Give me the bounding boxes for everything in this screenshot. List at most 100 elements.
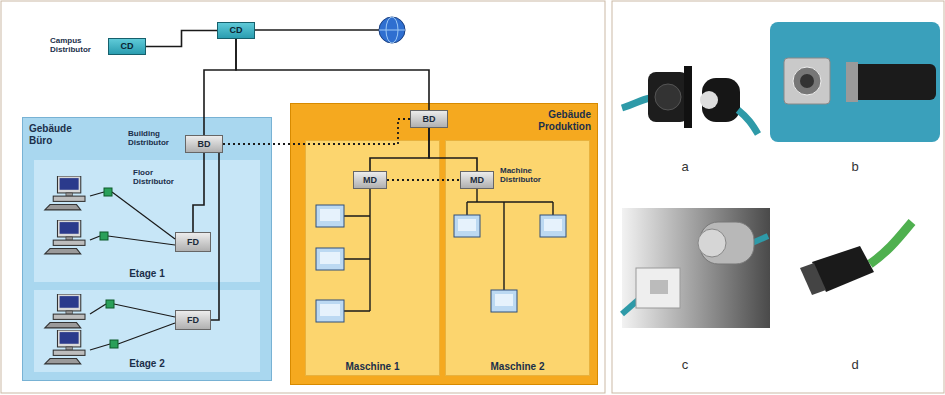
screen-face <box>320 209 340 221</box>
teal-cable <box>738 110 758 134</box>
label-holder: Building Distributor <box>128 129 182 147</box>
socket-flange <box>684 66 692 128</box>
building-zone: Gebäude BüroBD Etage 1 FD Etage 2 FD <box>22 117 272 381</box>
plug-body <box>700 222 754 264</box>
node-text: Gebäude Büro <box>29 123 83 146</box>
photo-letter: d <box>835 358 875 373</box>
teal-cable <box>622 98 650 108</box>
network-link <box>370 128 429 171</box>
patch-wire <box>90 344 110 350</box>
plug-face <box>698 229 726 257</box>
label-holder: c <box>665 358 705 373</box>
distributor-label: Machine Distributor <box>500 166 556 184</box>
patch-wire <box>90 192 104 196</box>
label-holder: Campus Distributor <box>50 36 104 54</box>
label-holder: Floor Distributor <box>133 168 185 186</box>
machine-screen <box>540 215 566 237</box>
wall-jack <box>104 188 112 196</box>
building-zone: Gebäude ProduktionBDMaschine 1MDMaschine… <box>290 103 598 385</box>
green-cable <box>870 222 912 264</box>
photo-letter: b <box>835 160 875 175</box>
node-text: Maschine 2 <box>491 361 545 373</box>
node-text: MD <box>363 175 377 185</box>
wall-jack <box>106 300 114 308</box>
wall-jack <box>100 232 108 240</box>
campus-distributor-box: CD <box>217 22 255 39</box>
label-holder: d <box>835 358 875 373</box>
panel-frame <box>612 1 944 393</box>
machine-wire <box>467 189 553 290</box>
node-text: Gebäude Produktion <box>523 109 591 132</box>
machine-wire <box>344 189 370 311</box>
globe-meridian <box>386 17 398 43</box>
node-text: FD <box>187 315 199 325</box>
distributor-box: FD <box>175 232 211 252</box>
node-text: BD <box>423 114 436 124</box>
node-text: Etage 1 <box>129 268 165 280</box>
machine-screen <box>454 215 480 237</box>
node-text: CD <box>230 25 243 35</box>
machine-screen <box>316 300 344 322</box>
screen-face <box>320 304 340 316</box>
plug-ring <box>846 62 858 102</box>
screen-face <box>544 219 562 231</box>
node-text: BD <box>198 139 211 149</box>
plug-tip <box>800 263 826 295</box>
socket-hole <box>800 74 814 88</box>
screen-face <box>495 294 513 306</box>
floor-band: Etage 2 FD <box>34 290 260 372</box>
wall-jack <box>110 340 118 348</box>
distributor-label: Floor Distributor <box>133 168 185 186</box>
patch-wire <box>90 236 100 240</box>
uplink-wire <box>255 29 379 31</box>
screen-face <box>320 252 340 264</box>
campus-distributor-box: CD <box>108 38 146 55</box>
patch-wire <box>90 304 106 314</box>
node-text: Etage 2 <box>129 358 165 370</box>
node-text: Maschine 1 <box>346 361 400 373</box>
photo-letter: a <box>665 160 705 175</box>
floor-wire <box>112 192 175 239</box>
globe-equator <box>379 30 405 31</box>
socket-flange <box>784 58 830 104</box>
socket-face <box>793 67 821 95</box>
node-text: CD <box>121 41 134 51</box>
computer-icon <box>45 176 85 210</box>
plug-body <box>846 64 936 100</box>
distributor-box: BD <box>185 135 223 153</box>
network-link <box>223 119 410 144</box>
teal-cable <box>752 236 768 243</box>
network-link <box>193 153 204 232</box>
label-holder: a <box>665 160 705 175</box>
plug-face <box>700 91 718 109</box>
distributor-box: MD <box>353 171 387 189</box>
machine-screen <box>316 205 344 227</box>
label-holder: Machine Distributor <box>500 166 556 184</box>
computer-icon <box>45 294 85 328</box>
floor-wire <box>118 323 175 344</box>
label-holder: b <box>835 160 875 175</box>
node-text: FD <box>187 237 199 247</box>
distributor-box: MD <box>460 171 494 189</box>
plug-body <box>702 78 740 122</box>
socket-body <box>648 72 688 122</box>
socket-port <box>650 280 668 294</box>
distributor-label: Campus Distributor <box>50 36 104 54</box>
network-link <box>146 31 217 47</box>
machine-screen <box>491 290 517 312</box>
distributor-box: FD <box>175 310 211 330</box>
network-link <box>211 153 219 320</box>
plug-body <box>812 246 874 292</box>
machine-zone: Maschine 1 MD <box>305 140 440 376</box>
machine-screen <box>316 248 344 270</box>
panel-frame <box>1 1 605 393</box>
distributor-label: Building Distributor <box>128 129 182 147</box>
network-link <box>204 39 236 135</box>
distributor-box: BD <box>410 110 448 128</box>
floor-wire <box>108 236 175 245</box>
screen-face <box>458 219 476 231</box>
